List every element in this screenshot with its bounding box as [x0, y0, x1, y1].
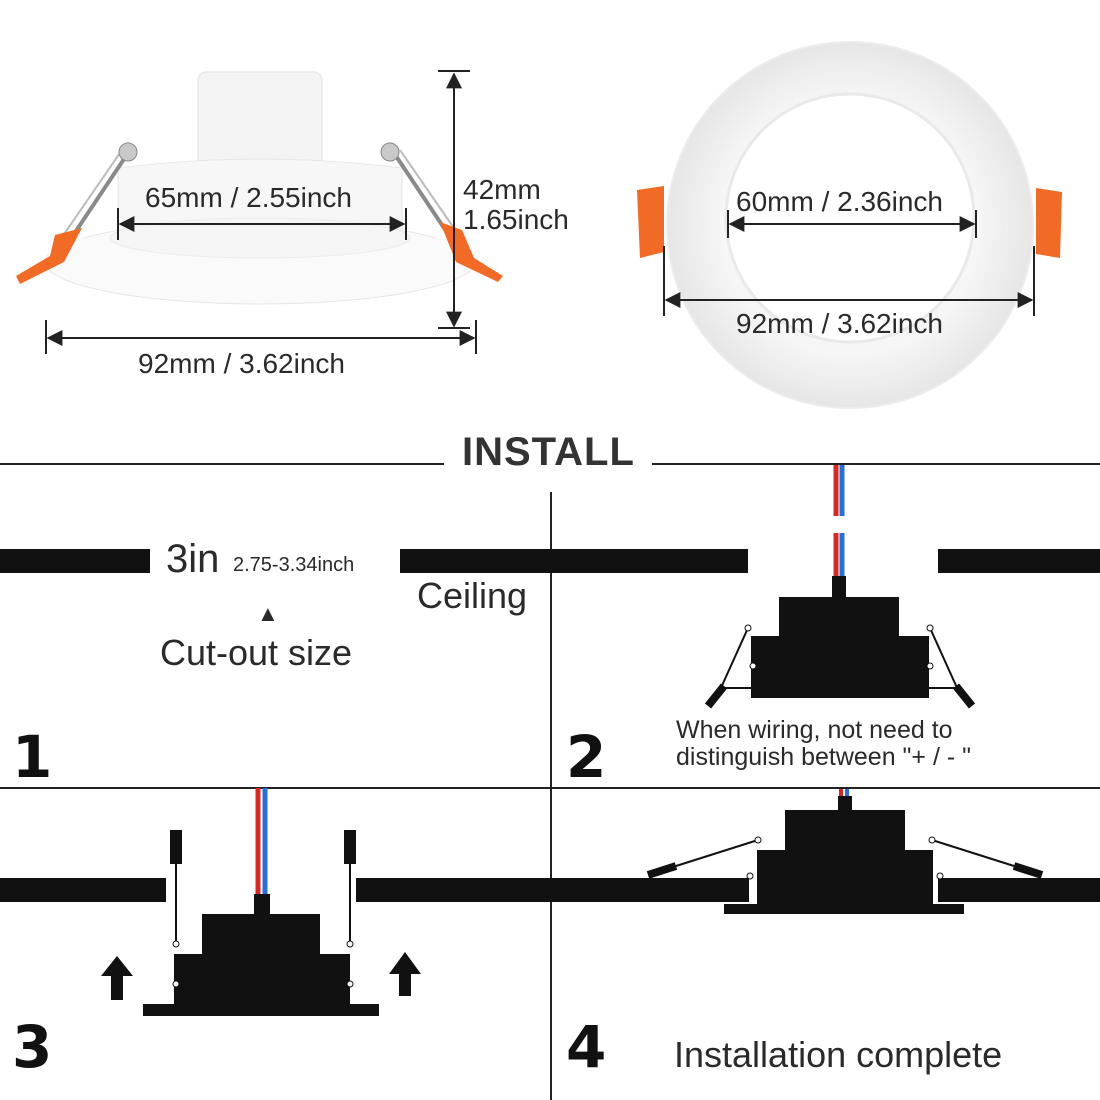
- downlight-side-view: [16, 70, 503, 354]
- cutout-main-label: 3in: [166, 537, 220, 581]
- step2-wiring: [551, 465, 1100, 709]
- installation-complete-label: Installation complete: [674, 1034, 1003, 1075]
- left-spring-clip: [16, 142, 138, 284]
- step4-complete: [551, 789, 1100, 914]
- side-diameter-label: 92mm / 3.62inch: [138, 348, 345, 379]
- right-up-arrow-icon: [389, 952, 421, 996]
- height-inch-label: 1.65inch: [463, 204, 569, 235]
- step-2-number: 2: [566, 723, 607, 791]
- install-title: INSTALL: [462, 430, 635, 474]
- up-triangle-icon: ▲: [257, 601, 279, 626]
- step1-ceiling: [0, 549, 551, 573]
- wiring-note-line1: When wiring, not need to: [676, 716, 953, 744]
- outer-diameter-label: 92mm / 3.62inch: [736, 308, 943, 339]
- cutout-size-label: Cut-out size: [160, 632, 353, 673]
- side-width-label: 65mm / 2.55inch: [145, 182, 352, 213]
- cutout-range-label: 2.75-3.34inch: [233, 554, 355, 576]
- step-1-number: 1: [12, 723, 53, 791]
- downlight-front-view: [637, 41, 1062, 409]
- ceiling-label: Ceiling: [417, 575, 528, 616]
- left-up-arrow-icon: [101, 956, 133, 1000]
- install-dividers: [0, 463, 1100, 1100]
- wiring-note-line2: distinguish between "+ / - ": [676, 743, 971, 771]
- step-3-number: 3: [12, 1013, 53, 1081]
- inner-diameter-label: 60mm / 2.36inch: [736, 186, 943, 217]
- step3-insert: [0, 788, 551, 1016]
- step-4-number: 4: [566, 1013, 607, 1081]
- height-mm-label: 42mm: [463, 174, 541, 205]
